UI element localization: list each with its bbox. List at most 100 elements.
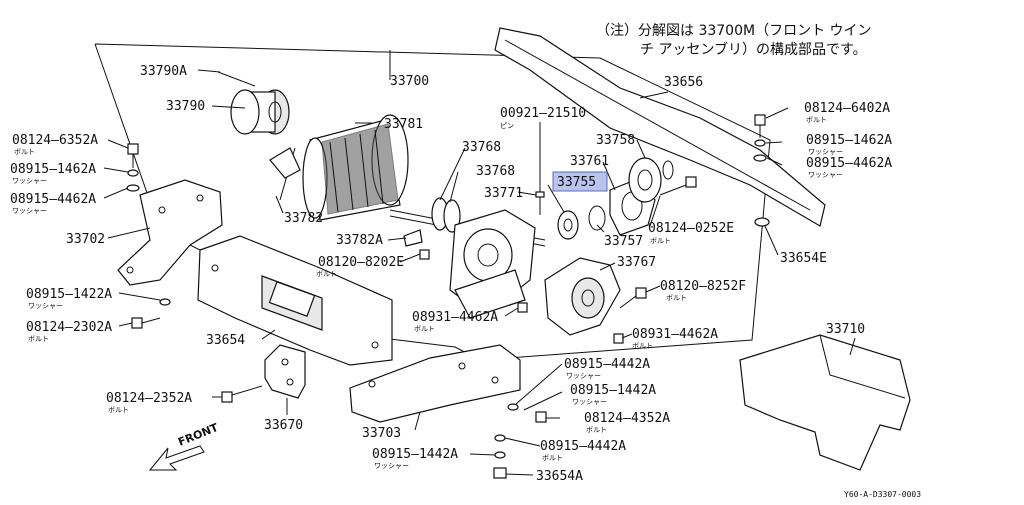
label-08915-1442A-b[interactable]: 08915–1442A [372,447,458,462]
tag-washer: ワッシャー [12,207,47,215]
label-33654[interactable]: 33654 [206,333,245,348]
bolt-0252E [659,176,697,196]
tag-washer: ワッシャー [808,148,843,156]
motor [454,269,526,319]
tag-bolt: ボルト [806,116,827,124]
label-08915-4442A-b[interactable]: 08915–4442A [540,439,626,454]
label-33703[interactable]: 33703 [362,426,401,441]
pin-00921 [535,191,545,215]
part-labels: 33790A 33790 33700 33781 08124–6352A ボルト… [10,64,892,484]
label-08124-2302A[interactable]: 08124–2302A [26,320,112,335]
label-33654A[interactable]: 33654A [536,469,583,484]
tag-bolt: ボルト [650,237,671,245]
label-33670[interactable]: 33670 [264,418,303,433]
bracket-33702 [117,179,223,286]
label-33656[interactable]: 33656 [664,75,703,90]
label-08915-1462A-left[interactable]: 08915–1462A [10,162,96,177]
nut-33654E [754,217,770,227]
nut-33654A [493,467,507,479]
label-08124-6352A[interactable]: 08124–6352A [12,133,98,148]
bolt-left-upper [127,143,139,168]
washer-4442A-b [494,434,506,442]
label-08124-4352A[interactable]: 08124–4352A [584,411,670,426]
gear-33768 [431,197,461,233]
label-33790A[interactable]: 33790A [140,64,187,79]
label-33768-a[interactable]: 33768 [462,140,501,155]
label-08915-4462A-left[interactable]: 08915–4462A [10,192,96,207]
tag-washer: ワッシャー [566,372,601,380]
hook-bracket-33782 [269,147,301,179]
label-08120-8202E[interactable]: 08120–8202E [318,255,404,270]
bolt-4462A-right [613,333,624,344]
label-08120-8252F[interactable]: 08120–8252F [660,279,746,294]
label-33710[interactable]: 33710 [826,322,865,337]
label-33781[interactable]: 33781 [384,117,423,132]
label-08915-1442A-a[interactable]: 08915–1442A [570,383,656,398]
label-33757[interactable]: 33757 [604,234,643,249]
roller-33790 [230,89,290,135]
bracket-33703 [349,344,521,423]
tag-washer: ワッシャー [374,462,409,470]
label-00921-21510[interactable]: 00921–21510 [500,106,586,121]
washer-1462A-left [127,169,139,177]
tag-washer: ワッシャー [12,177,47,185]
washer-1442A-b [494,451,506,459]
label-33782[interactable]: 33782 [284,211,323,226]
tag-bolt: ボルト [316,270,337,278]
diagram-reference: Y60-A-D3307-0003 [844,490,921,499]
o-ring-33757 [588,205,606,231]
label-08124-6402A[interactable]: 08124–6402A [804,101,890,116]
label-33755[interactable]: 33755 [557,175,596,190]
bearing-33755 [557,210,579,240]
bolt-4462A-left [517,302,528,313]
washer-4442A-a [507,403,519,411]
part-highlight-33755 [552,171,608,192]
label-08124-0252E[interactable]: 08124–0252E [648,221,734,236]
washer-1462A-right [754,139,766,147]
plate-33670 [264,344,306,399]
label-08915-1462A-right[interactable]: 08915–1462A [806,133,892,148]
drum-33781 [302,114,409,221]
bolt-6402A [754,114,766,138]
label-08915-4442A-a[interactable]: 08915–4442A [564,357,650,372]
label-33771[interactable]: 33771 [484,186,523,201]
tag-washer: ワッシャー [572,398,607,406]
label-33782A[interactable]: 33782A [336,233,383,248]
note-line-2: チ アッセンブリ）の構成部品です。 [640,41,867,58]
label-08931-4462A-right[interactable]: 08931–4462A [632,327,718,342]
label-08124-2352A[interactable]: 08124–2352A [106,391,192,406]
bolt-8202E [419,249,430,260]
label-08931-4462A-left[interactable]: 08931–4462A [412,310,498,325]
cover-33710 [739,334,911,471]
label-33768-b[interactable]: 33768 [476,164,515,179]
clip-33782A [403,229,423,247]
washer-4462A-right [753,154,767,162]
tag-bolt: ボルト [632,342,653,350]
label-33790[interactable]: 33790 [166,99,205,114]
label-33758[interactable]: 33758 [596,133,635,148]
tag-bolt: ボルト [414,325,435,333]
tag-bolt: ボルト [666,294,687,302]
tag-bolt: ボルト [586,426,607,434]
leader-lines [103,50,856,476]
washer-4462A-left [126,184,140,192]
bolt-2302A [131,317,161,329]
bolt-2352A [221,385,263,403]
front-label: FRONT [176,421,220,449]
tag-washer: ワッシャー [28,302,63,310]
label-33654E[interactable]: 33654E [780,251,827,266]
washer-1422A [159,298,171,306]
label-33761[interactable]: 33761 [570,154,609,169]
label-33702[interactable]: 33702 [66,232,105,247]
bolt-8252F [619,287,647,309]
label-33700[interactable]: 33700 [390,74,429,89]
bolt-33790A [217,71,256,87]
tag-bolt: ボルト [108,406,129,414]
tag-bolt: ボルト [542,454,563,462]
front-arrow-icon [148,445,205,471]
label-08915-1422A[interactable]: 08915–1422A [26,287,112,302]
label-08915-4462A-right[interactable]: 08915–4462A [806,156,892,171]
label-33767[interactable]: 33767 [617,255,656,270]
